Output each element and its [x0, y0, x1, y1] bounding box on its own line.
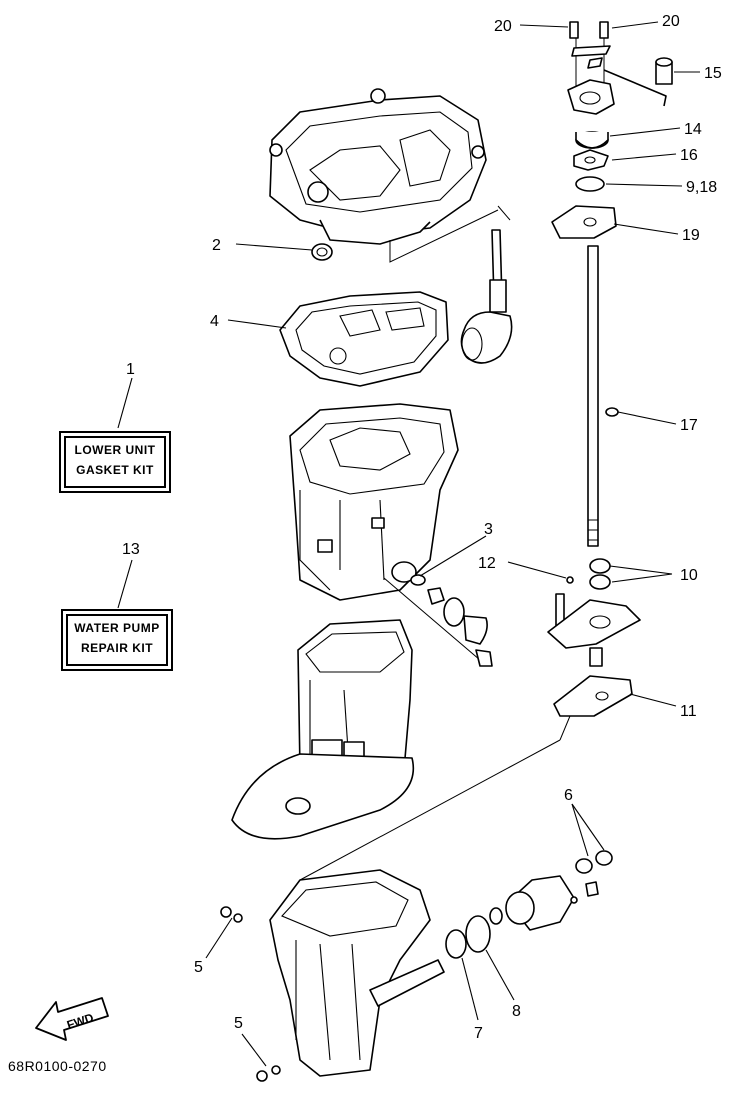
bearing-part — [566, 558, 611, 590]
water-pump-kit-box: WATER PUMP REPAIR KIT — [66, 614, 168, 666]
callout-10: 10 — [680, 567, 698, 584]
upper-casing-part — [269, 88, 487, 245]
gasket-kit-line1: LOWER UNIT — [74, 443, 156, 457]
impeller-part — [573, 149, 609, 171]
bearing-housing-part — [547, 593, 641, 667]
o-ring-large-part — [445, 915, 491, 959]
callout-19: 19 — [682, 227, 700, 244]
drain-plug-part — [383, 574, 493, 667]
gasket-kit-box: LOWER UNIT GASKET KIT — [64, 436, 166, 488]
outer-plate-cartridge-part — [551, 205, 617, 239]
screw-part — [220, 906, 281, 1082]
lower-casing-part — [269, 869, 445, 1077]
water-tube-grommet-part — [655, 57, 673, 85]
callout-9-18: 9,18 — [686, 179, 717, 196]
driveshaft-part — [587, 245, 619, 547]
callout-16: 16 — [680, 147, 698, 164]
callout-11: 11 — [680, 703, 697, 720]
water-pump-housing-lower-part — [489, 875, 575, 931]
gasket-kit-line2: GASKET KIT — [76, 463, 154, 477]
callout-7: 7 — [474, 1025, 483, 1042]
callout-8: 8 — [512, 1003, 521, 1020]
exhaust-casing-part — [289, 403, 459, 601]
callout-17: 17 — [680, 417, 698, 434]
callout-5-lower: 5 — [234, 1015, 243, 1032]
gasket-part — [279, 291, 449, 387]
callout-2: 2 — [212, 237, 221, 254]
callout-3: 3 — [484, 521, 493, 538]
callout-12: 12 — [478, 555, 496, 572]
water-pump-kit-line2: REPAIR KIT — [80, 641, 154, 655]
pump-housing-part — [567, 21, 667, 115]
callout-13: 13 — [122, 541, 140, 558]
water-tube-part — [460, 229, 513, 364]
gasket-plate-part — [553, 675, 633, 717]
callout-20-left: 20 — [494, 18, 512, 35]
o-ring-part — [575, 176, 605, 192]
callout-1: 1 — [126, 361, 135, 378]
insert-cartridge-part — [575, 131, 609, 149]
water-pump-kit-line1: WATER PUMP — [74, 621, 160, 635]
seal-pair-part — [570, 850, 613, 904]
leader-lines — [117, 21, 700, 1067]
reference-code: 68R0100-0270 — [8, 1058, 107, 1074]
callout-6: 6 — [564, 787, 573, 804]
callout-14: 14 — [684, 121, 702, 138]
callout-4: 4 — [210, 313, 219, 330]
callout-5-upper: 5 — [194, 959, 203, 976]
callout-20-right: 20 — [662, 13, 680, 30]
forward-arrow-icon: FWD — [35, 997, 109, 1041]
callout-15: 15 — [704, 65, 722, 82]
oil-seal-part — [311, 243, 333, 261]
extension-casing-part — [231, 619, 414, 840]
